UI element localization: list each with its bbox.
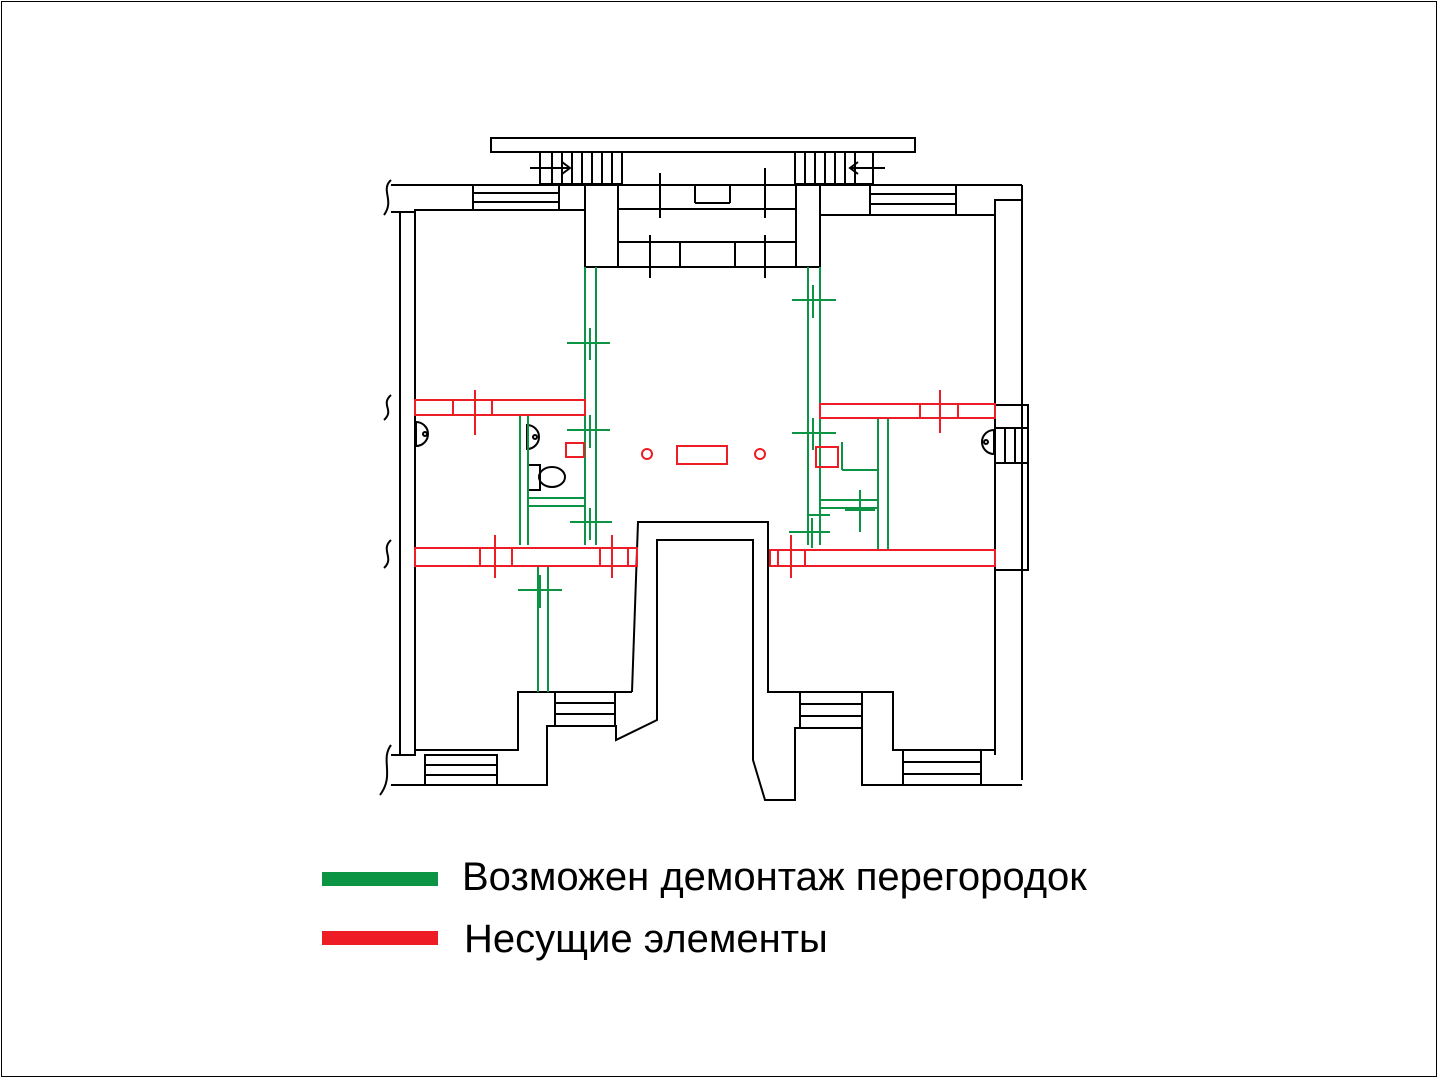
entrance-stairs-right [794,151,885,185]
legend-swatch-green [322,872,438,886]
sink-left-icon [415,420,430,448]
load-bearing-elements [414,390,996,578]
entrance-stairs-left [530,151,623,185]
sink-right-icon [980,428,995,456]
legend-item-removable: Возможен демонтаж перегородок [322,850,1222,910]
structural-walls [379,137,1029,801]
sink-wc-icon [526,423,541,451]
legend-swatch-red [322,931,438,945]
removable-partitions [518,267,889,692]
legend-label-load-bearing: Несущие элементы [464,917,828,961]
toilet-icon [527,464,566,491]
legend-label-removable: Возможен демонтаж перегородок [462,855,1087,899]
legend-item-load-bearing: Несущие элементы [322,910,1222,970]
